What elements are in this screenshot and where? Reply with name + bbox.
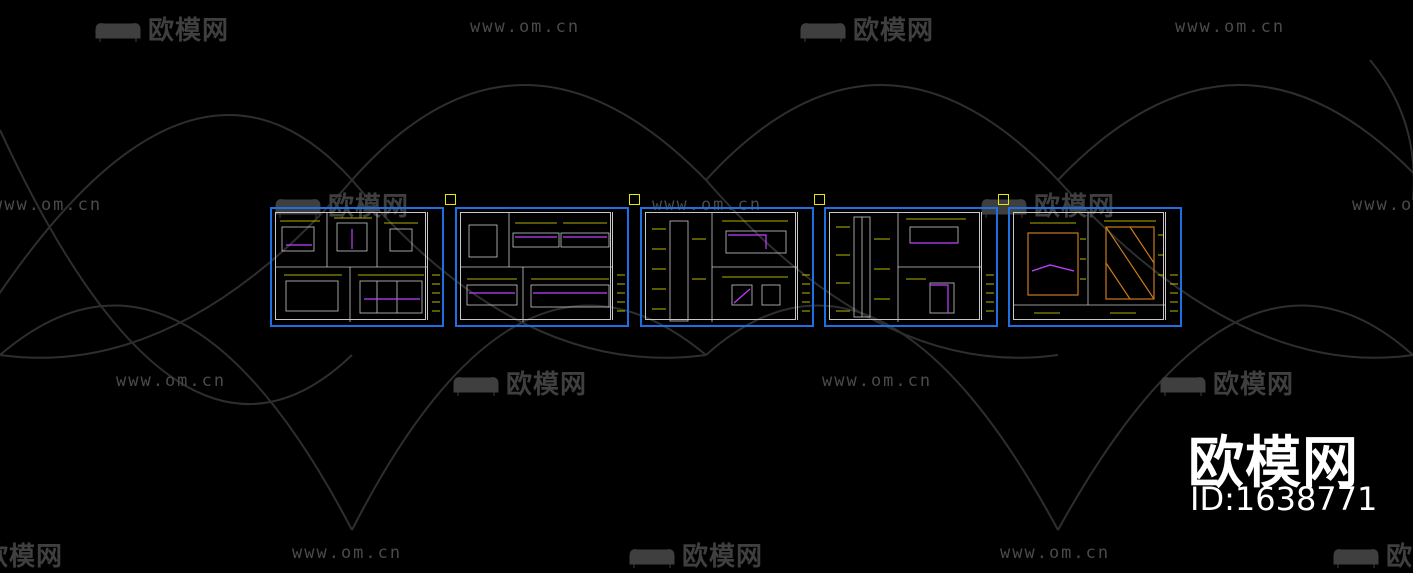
drawing-sheet-1[interactable]	[270, 207, 444, 327]
watermark-url: www.om.cn	[652, 195, 763, 215]
sofa-logo-icon	[95, 23, 141, 42]
sheet-drawing	[652, 212, 810, 322]
sheet-frame	[645, 212, 796, 320]
title-block	[981, 212, 994, 320]
sheet-drawing	[1013, 212, 1178, 314]
grip-marker[interactable]	[445, 194, 456, 205]
sofa-logo-icon	[1333, 549, 1379, 568]
drawing-sheet-2[interactable]	[455, 207, 629, 327]
watermark-url: www.om.cn	[1352, 195, 1413, 215]
sheet-frame	[829, 212, 980, 320]
sofa-logo-icon	[453, 377, 499, 396]
title-block	[1165, 212, 1178, 320]
grip-marker[interactable]	[814, 194, 825, 205]
watermark-logo: 欧模网	[1157, 364, 1294, 401]
watermark-url: www.om.cn	[1000, 543, 1111, 563]
badge-title: 欧模网	[1188, 431, 1359, 496]
sheet-drawing	[275, 212, 440, 322]
watermark-url: www.om.cn	[470, 17, 581, 37]
drawing-sheet-4[interactable]	[824, 207, 998, 327]
sheet-drawing	[836, 212, 994, 322]
badge-id: ID:1638771	[1190, 480, 1378, 518]
watermark-url: www.om.cn	[0, 195, 103, 215]
watermark-url: www.om.cn	[822, 371, 933, 391]
title-block	[797, 212, 810, 320]
watermark-logo: 欧模网	[450, 364, 587, 401]
sofa-logo-icon	[800, 23, 846, 42]
sheet-frame	[275, 212, 426, 320]
drawing-sheet-3[interactable]	[640, 207, 814, 327]
watermark-url: www.om.cn	[292, 543, 403, 563]
watermark-logo: 欧模网	[1330, 536, 1413, 573]
watermark-url: www.om.cn	[116, 371, 227, 391]
sheet-drawing	[460, 212, 625, 322]
grip-marker[interactable]	[629, 194, 640, 205]
sofa-logo-icon	[629, 549, 675, 568]
sheet-frame	[1013, 212, 1164, 320]
sofa-logo-icon	[1160, 377, 1206, 396]
watermark-logo: 欧模网	[0, 542, 64, 572]
sheet-frame	[460, 212, 611, 320]
watermark-url: www.om.cn	[1175, 17, 1286, 37]
title-block	[427, 212, 440, 320]
sofa-logo-icon	[981, 199, 1027, 218]
watermark-arcs	[0, 59, 1413, 531]
watermark-logo: 欧模网	[797, 10, 934, 47]
drawing-sheet-5[interactable]	[1008, 207, 1182, 327]
grip-marker[interactable]	[998, 194, 1009, 205]
title-block	[612, 212, 625, 320]
watermark-logo: 欧模网	[626, 536, 763, 573]
watermark-logo: 欧模网	[92, 10, 229, 47]
